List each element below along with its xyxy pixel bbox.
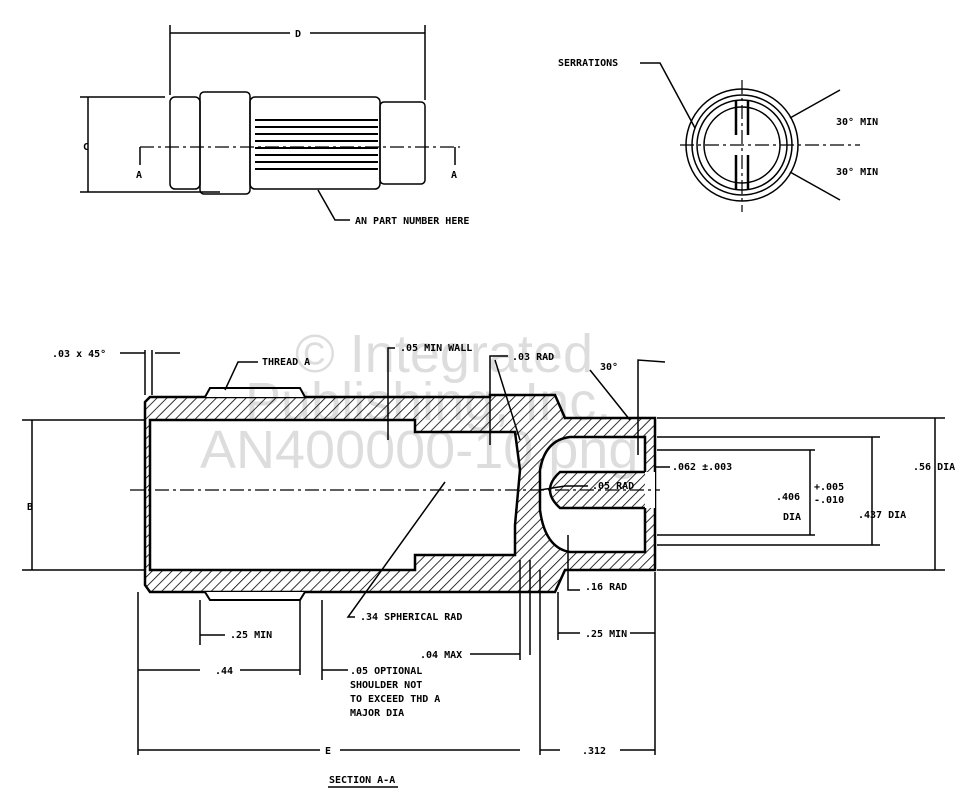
dim-d-label: D <box>295 29 301 40</box>
shoulder-note-line-3: TO EXCEED THD A <box>350 694 440 705</box>
dim-44-label: .44 <box>215 666 233 677</box>
section-title: SECTION A-A <box>329 775 395 786</box>
dim-c-label: C <box>83 142 89 153</box>
spherical-rad-label: .34 SPHERICAL RAD <box>360 612 462 623</box>
rad-05-label: .05 RAD <box>592 481 634 492</box>
shoulder-note-line-1: .05 OPTIONAL <box>350 666 422 677</box>
min-25-right-label: .25 MIN <box>585 629 627 640</box>
angle-30-label: 30° <box>600 362 618 373</box>
chamfer-label: .03 x 45° <box>52 349 106 360</box>
knurl-lines <box>255 119 378 170</box>
dia-406-suffix: DIA <box>783 512 801 523</box>
angle-bottom-label: 30° MIN <box>836 167 878 178</box>
max-04-label: .04 MAX <box>420 650 462 661</box>
min-wall-label: .05 MIN WALL <box>400 343 472 354</box>
section-mark-left: A <box>136 170 142 181</box>
rad-03-label: .03 RAD <box>512 352 554 363</box>
part-number-note: AN PART NUMBER HERE <box>355 216 469 227</box>
thread-label: THREAD A <box>262 357 310 368</box>
serrations-label: SERRATIONS <box>558 58 618 69</box>
dim-e-label: E <box>325 746 331 757</box>
dim-b-label: B <box>27 502 33 513</box>
min-25-left-label: .25 MIN <box>230 630 272 641</box>
dia-56-label: .56 DIA <box>913 462 955 473</box>
section-view: .03 x 45° THREAD A .05 MIN WALL .03 RAD … <box>22 343 955 788</box>
dia-437-label: .437 DIA <box>858 510 906 521</box>
angle-top-label: 30° MIN <box>836 117 878 128</box>
dim-312-label: .312 <box>582 746 606 757</box>
section-mark-right: A <box>451 170 457 181</box>
top-view: D C A A AN PART NUMBER HERE <box>80 25 469 227</box>
dia-406-tol-minus: -.010 <box>814 495 844 506</box>
rad-16-label: .16 RAD <box>585 582 627 593</box>
dia-406-label: .406 <box>776 492 800 503</box>
dia-406-tol-plus: +.005 <box>814 482 844 493</box>
shoulder-note-line-4: MAJOR DIA <box>350 708 404 719</box>
end-view: SERRATIONS 30° MIN 30° MIN <box>558 58 878 212</box>
shoulder-note-line-2: SHOULDER NOT <box>350 680 422 691</box>
slot-width-label: .062 ±.003 <box>672 462 732 473</box>
